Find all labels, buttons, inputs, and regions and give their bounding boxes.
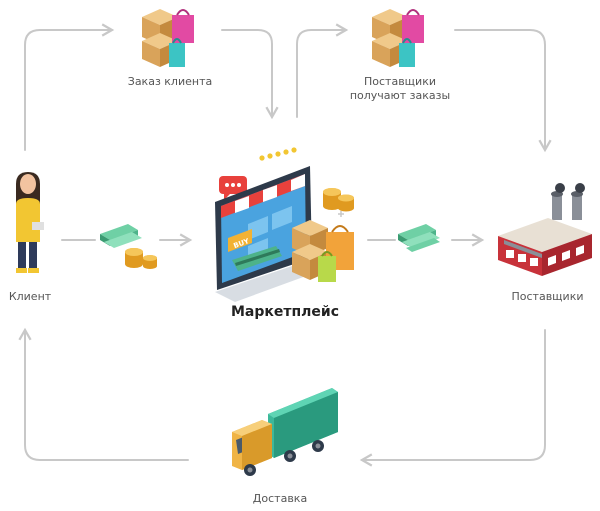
arrow-client-to-order xyxy=(24,23,115,151)
arrow-order-to-marketplace xyxy=(221,29,279,120)
suppliers-get-orders-line1: Поставщики xyxy=(364,75,436,88)
suppliers-label: Поставщики xyxy=(511,290,584,303)
rating-stars-icon xyxy=(259,147,297,161)
suppliers-get-orders-label: Поставщики получают заказы xyxy=(330,75,470,103)
marketplace-icon: BUY xyxy=(215,147,354,302)
suppliers-get-orders-line2: получают заказы xyxy=(349,89,451,102)
arrow-suppliers-get-to-suppliers xyxy=(454,29,552,153)
order-label: Заказ клиента xyxy=(127,75,213,88)
money-right-icon xyxy=(398,224,440,252)
arrow-marketplace-to-suppliers-get xyxy=(296,23,349,118)
delivery-truck-icon xyxy=(232,388,338,476)
supplier-packages-icon xyxy=(372,9,424,67)
client-label: Клиент xyxy=(8,290,52,303)
delivery-label: Доставка xyxy=(252,492,308,505)
arrow-suppliers-to-delivery xyxy=(359,329,546,467)
order-packages-icon xyxy=(142,9,194,67)
money-left-icon xyxy=(100,224,157,269)
marketplace-label: Маркетплейс xyxy=(230,304,340,320)
factory-icon xyxy=(498,183,592,276)
client-person-icon xyxy=(16,172,44,273)
arrow-delivery-to-client xyxy=(18,327,189,461)
